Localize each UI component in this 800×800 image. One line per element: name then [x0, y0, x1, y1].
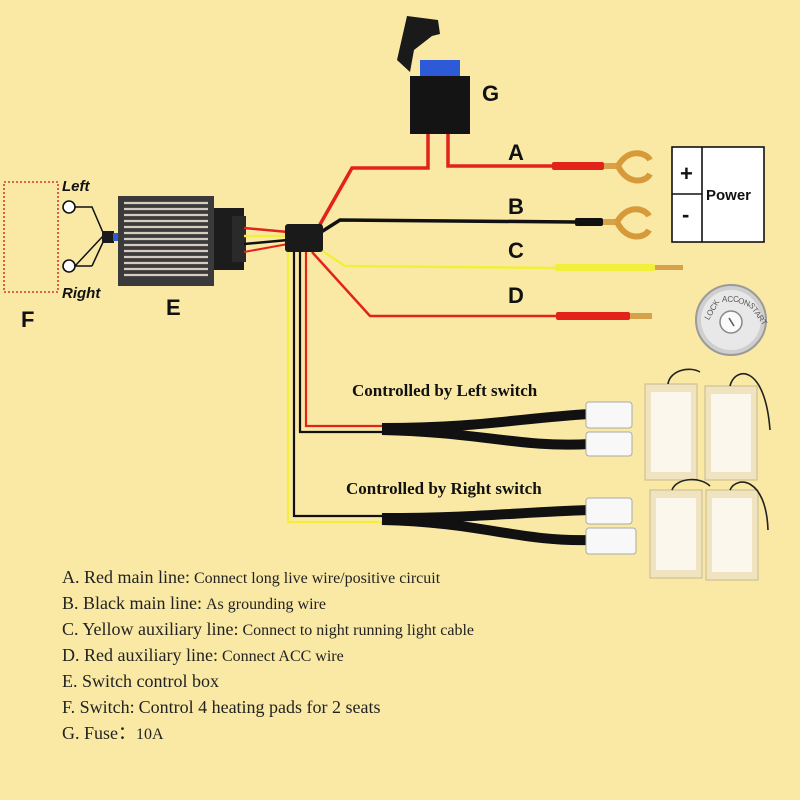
fuse-cap	[397, 16, 440, 72]
fuse-holder	[410, 76, 470, 134]
left-connector-2	[585, 431, 633, 457]
legend-item-a: A. Red main line: Connect long live wire…	[62, 564, 474, 590]
terminal-c	[555, 264, 683, 271]
ignition-key: LOCK ACC ON START	[695, 284, 769, 356]
legend-title: A. Red main line:	[62, 567, 190, 587]
switch-right-terminal	[62, 259, 76, 273]
legend-title: G. Fuse：	[62, 723, 137, 743]
legend-item-g: G. Fuse：10A	[62, 720, 474, 746]
legend-desc: 10A	[136, 726, 164, 743]
fuse-g: G	[397, 16, 499, 134]
heating-pad-2	[704, 372, 771, 481]
legend-item-b: B. Black main line: As grounding wire	[62, 590, 474, 616]
legend: A. Red main line: Connect long live wire…	[62, 564, 474, 746]
left-cable-set	[381, 401, 633, 457]
fork-terminal-a	[615, 150, 653, 184]
switch-wire	[74, 206, 105, 267]
switch-letter: F	[21, 307, 34, 332]
terminal-a	[552, 150, 653, 184]
main-wires	[286, 134, 576, 524]
switch-left-terminal	[62, 200, 76, 214]
junction-block	[285, 224, 323, 252]
wire-left-red	[304, 250, 382, 428]
wire-d	[311, 251, 556, 318]
switch-left-label: Left	[62, 178, 91, 195]
controlled-left-label: Controlled by Left switch	[352, 381, 538, 400]
fuse-letter: G	[482, 81, 499, 106]
fork-terminal-b	[614, 206, 652, 240]
controlled-right-label: Controlled by Right switch	[346, 479, 542, 498]
legend-title: B. Black main line:	[62, 593, 202, 613]
power-label: Power	[706, 187, 751, 204]
wire-a	[446, 134, 552, 168]
heating-pad-4	[705, 481, 769, 581]
heating-pads	[644, 368, 771, 581]
wire-b	[317, 218, 576, 236]
legend-title: D. Red auxiliary line:	[62, 645, 218, 665]
wire-d-label: D	[508, 283, 524, 308]
switch-right-label: Right	[62, 285, 101, 302]
wire-a-label: A	[508, 140, 524, 165]
switch-outline	[3, 181, 59, 293]
box-body	[118, 196, 214, 286]
legend-desc: Connect long live wire/positive circuit	[193, 570, 441, 587]
legend-desc: Connect to night running light cable	[242, 622, 475, 639]
legend-title: F. Switch:	[62, 697, 135, 717]
legend-item-d: D. Red auxiliary line: Connect ACC wire	[62, 642, 474, 668]
power-box: + - Power	[671, 146, 765, 243]
terminal-d	[556, 312, 652, 320]
terminal-b	[575, 206, 652, 240]
legend-title: E. Switch control box	[62, 671, 219, 691]
key-on-label: ON	[737, 296, 752, 309]
box-junction-wires	[243, 226, 289, 253]
legend-desc: Control 4 heating pads for 2 seats	[138, 697, 381, 717]
wire-b-label: B	[508, 194, 524, 219]
legend-desc: As grounding wire	[205, 596, 326, 613]
switch-plug	[102, 231, 114, 243]
wire-right-black	[292, 250, 382, 518]
wire-red-to-fuse	[316, 134, 430, 229]
wire-left-black	[298, 250, 382, 434]
power-plus: +	[680, 161, 693, 186]
right-cable-set	[381, 497, 637, 555]
heating-pad-3	[649, 478, 711, 579]
switch-control-box-e: E	[118, 196, 246, 320]
wire-c	[317, 246, 556, 270]
legend-item-f: F. Switch: Control 4 heating pads for 2 …	[62, 694, 474, 720]
switch-f: Left Right F	[3, 178, 119, 332]
legend-title: C. Yellow auxiliary line:	[62, 619, 239, 639]
right-connector-2	[585, 527, 637, 555]
box-letter: E	[166, 295, 181, 320]
wire-right-yellow	[286, 250, 382, 524]
wire-c-label: C	[508, 238, 524, 263]
legend-item-e: E. Switch control box	[62, 668, 474, 694]
power-frame	[671, 146, 765, 243]
legend-desc: Connect ACC wire	[221, 648, 344, 665]
right-connector-1	[585, 497, 633, 525]
power-minus: -	[682, 202, 689, 227]
legend-item-c: C. Yellow auxiliary line: Connect to nig…	[62, 616, 474, 642]
key-acc-label: ACC	[722, 295, 739, 304]
left-connector-1	[585, 401, 633, 429]
heating-pad-1	[644, 368, 701, 481]
